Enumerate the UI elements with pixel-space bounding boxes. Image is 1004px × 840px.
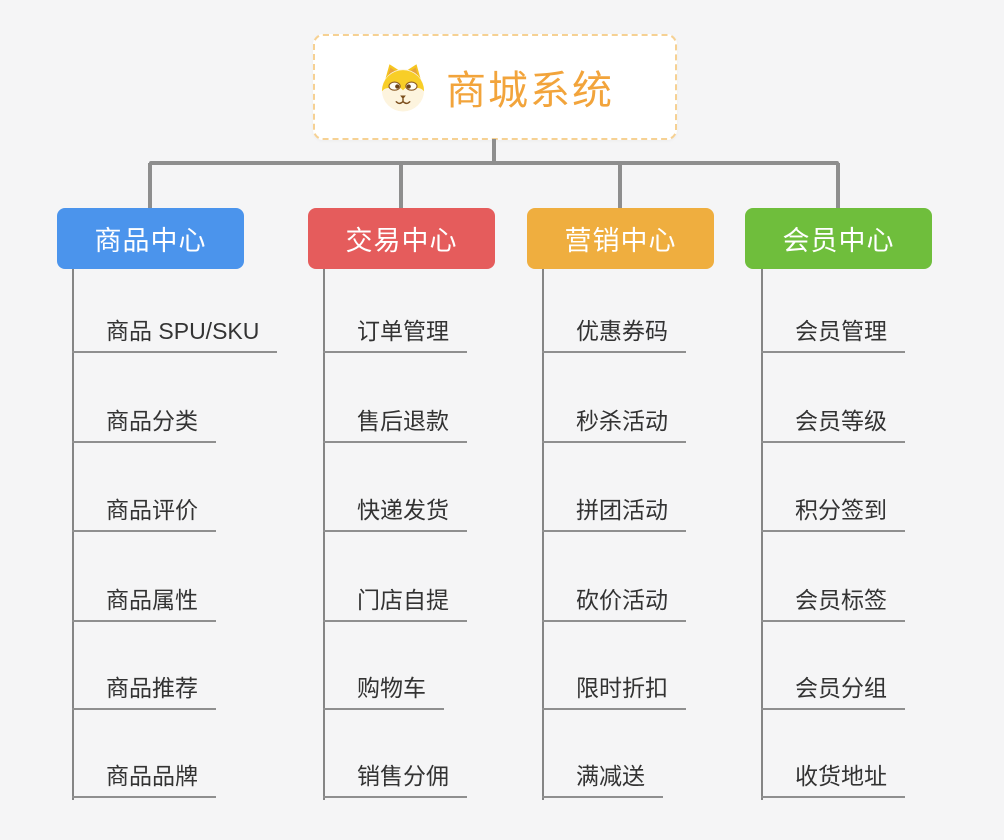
trunk-member-center xyxy=(761,269,763,800)
leaf-item[interactable]: 拼团活动 xyxy=(542,497,686,532)
leaf-item[interactable]: 商品属性 xyxy=(72,587,216,622)
leaf-item[interactable]: 优惠券码 xyxy=(542,318,686,353)
dog-face-icon xyxy=(381,64,425,112)
trunk-product-center xyxy=(72,269,74,800)
root-title: 商城系统 xyxy=(446,69,614,113)
connector-drop-product xyxy=(148,163,152,209)
leaf-item[interactable]: 限时折扣 xyxy=(542,675,686,710)
leaf-item[interactable]: 售后退款 xyxy=(323,408,467,443)
leaf-item[interactable]: 积分签到 xyxy=(761,497,905,532)
leaf-item[interactable]: 满减送 xyxy=(542,763,663,798)
branch-node-member-center[interactable]: 会员中心 xyxy=(745,208,932,269)
trunk-trade-center xyxy=(323,269,325,800)
branch-node-product-center[interactable]: 商品中心 xyxy=(57,208,244,269)
connector-drop-marketing xyxy=(618,163,622,209)
branch-node-marketing-center[interactable]: 营销中心 xyxy=(527,208,714,269)
trunk-marketing-center xyxy=(542,269,544,800)
branch-node-trade-center[interactable]: 交易中心 xyxy=(308,208,495,269)
leaf-item[interactable]: 销售分佣 xyxy=(323,763,467,798)
leaf-item[interactable]: 订单管理 xyxy=(323,318,467,353)
connector-horizontal-bar xyxy=(149,161,839,165)
leaf-item[interactable]: 会员标签 xyxy=(761,587,905,622)
leaf-item[interactable]: 商品分类 xyxy=(72,408,216,443)
leaf-item[interactable]: 会员管理 xyxy=(761,318,905,353)
leaf-item[interactable]: 砍价活动 xyxy=(542,587,686,622)
leaf-item[interactable]: 商品推荐 xyxy=(72,675,216,710)
leaf-item[interactable]: 会员分组 xyxy=(761,675,905,710)
connector-drop-member xyxy=(836,163,840,209)
connector-drop-trade xyxy=(399,163,403,209)
leaf-item[interactable]: 商品品牌 xyxy=(72,763,216,798)
leaf-item[interactable]: 门店自提 xyxy=(323,587,467,622)
leaf-item[interactable]: 会员等级 xyxy=(761,408,905,443)
leaf-item[interactable]: 商品评价 xyxy=(72,497,216,532)
leaf-item[interactable]: 收货地址 xyxy=(761,763,905,798)
leaf-item[interactable]: 商品 SPU/SKU xyxy=(72,318,278,353)
connector-root-stem xyxy=(492,139,496,163)
root-node[interactable]: 商城系统 xyxy=(313,34,677,140)
leaf-item[interactable]: 购物车 xyxy=(323,675,444,710)
leaf-item[interactable]: 秒杀活动 xyxy=(542,408,686,443)
leaf-item[interactable]: 快递发货 xyxy=(323,497,467,532)
